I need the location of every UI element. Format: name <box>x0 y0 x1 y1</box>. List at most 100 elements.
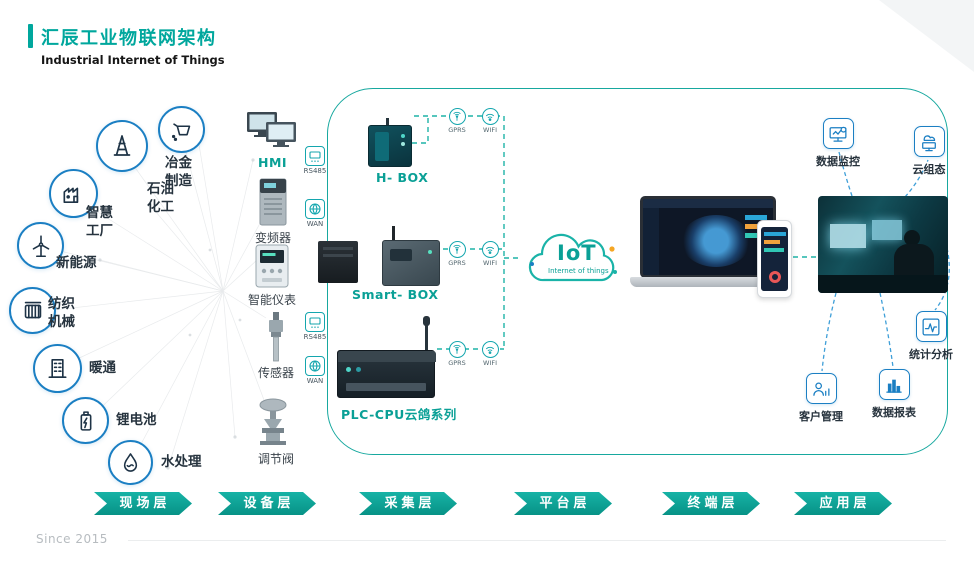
cloud-scada-icon <box>913 126 945 157</box>
app-label: 云组态 <box>912 163 946 176</box>
wifi-icon <box>481 241 499 258</box>
industry-label-textile: 纺织机械 <box>48 296 75 330</box>
plc-antenna <box>425 324 428 356</box>
industry-label-new-energy: 新能源 <box>56 255 97 271</box>
port-label: WAN <box>306 377 324 385</box>
plc-antenna-tip <box>423 316 430 326</box>
industry-label-lithium-battery: 锂电池 <box>116 412 157 428</box>
control-room-photo <box>818 196 948 293</box>
oil-derrick-icon <box>96 120 148 172</box>
badge-pair-1: GPRS WIFI <box>445 108 502 134</box>
wifi-badge: WIFI <box>478 241 502 267</box>
gprs-icon <box>448 241 466 258</box>
control-valve-icon <box>256 398 290 452</box>
device-label-hmi: HMI <box>258 155 288 170</box>
wan-icon <box>305 356 325 376</box>
badge-label: GPRS <box>448 126 466 134</box>
port-rs485-1: RS485 <box>302 146 328 175</box>
gprs-badge: GPRS <box>445 108 469 134</box>
badge-label: GPRS <box>448 259 466 267</box>
port-wan-2: WAN <box>302 356 328 385</box>
port-label: RS485 <box>303 333 327 341</box>
page-subtitle: Industrial Internet of Things <box>41 53 225 67</box>
port-label: WAN <box>306 220 324 228</box>
layer-ribbon-application: 应用层 <box>794 492 892 515</box>
plc-device <box>337 350 436 398</box>
rs485-icon <box>305 146 325 166</box>
page-title: 汇辰工业物联网架构 <box>41 28 217 49</box>
badge-label: WIFI <box>483 359 497 367</box>
device-label-meter: 智能仪表 <box>247 293 296 307</box>
device-label-vfd: 变频器 <box>254 231 291 245</box>
gateway-label-plc: PLC-CPU云鸽系列 <box>341 407 457 422</box>
header: 汇辰工业物联网架构 Industrial Internet of Things <box>28 24 225 67</box>
gprs-badge: GPRS <box>445 241 469 267</box>
port-wan-1: WAN <box>302 199 328 228</box>
app-statistics: 统计分析 <box>899 311 963 362</box>
app-customer-management: 客户管理 <box>789 373 853 424</box>
wifi-badge: WIFI <box>478 341 502 367</box>
wifi-icon <box>481 108 499 125</box>
layer-ribbon-collection: 采集层 <box>359 492 457 515</box>
app-cloud-scada: 云组态 <box>897 126 961 177</box>
data-monitoring-icon <box>822 118 854 149</box>
cloud-title: IoT <box>557 241 597 265</box>
badge-label: WIFI <box>483 259 497 267</box>
since-label: Since 2015 <box>36 532 108 546</box>
industry-label-petrochemical: 石油化工 <box>147 181 174 215</box>
port-rs485-2: RS485 <box>302 312 328 341</box>
industry-label-hvac: 暖通 <box>89 360 116 376</box>
gprs-icon <box>448 341 466 358</box>
smartbox-module-left <box>318 241 358 283</box>
app-data-reports: 数据报表 <box>862 369 926 420</box>
layer-ribbon-platform: 平台层 <box>514 492 612 515</box>
vfd-device-icon <box>256 178 290 230</box>
hbox-device <box>368 118 412 168</box>
gateway-label-smartbox: Smart- BOX <box>352 287 439 302</box>
smart-factory-icon <box>49 169 98 218</box>
gateway-label-hbox: H- BOX <box>376 170 429 185</box>
badge-label: WIFI <box>483 126 497 134</box>
wind-turbine-icon <box>17 222 64 269</box>
app-label: 客户管理 <box>799 410 843 423</box>
industry-label-metallurgy: 冶金制造 <box>165 155 192 189</box>
data-reports-icon <box>878 369 910 400</box>
rs485-icon <box>305 312 325 332</box>
cloud-subtitle: Internet of things <box>548 267 609 275</box>
app-label: 统计分析 <box>909 348 953 361</box>
battery-icon <box>62 397 109 444</box>
gprs-icon <box>448 108 466 125</box>
customer-management-icon <box>805 373 837 404</box>
laptop-base <box>630 277 786 287</box>
badge-pair-3: GPRS WIFI <box>445 341 502 367</box>
laptop-screen <box>640 196 776 278</box>
smart-meter-icon <box>254 243 290 293</box>
cloud-icon <box>528 233 617 282</box>
iot-cloud: IoT Internet of things <box>516 222 630 298</box>
building-hvac-icon <box>33 344 82 393</box>
layer-ribbon-field: 现场层 <box>94 492 192 515</box>
phone <box>757 220 792 298</box>
device-label-valve: 调节阀 <box>257 452 294 466</box>
badge-pair-2: GPRS WIFI <box>445 241 502 267</box>
smartbox-device <box>382 226 442 286</box>
app-label: 数据监控 <box>816 155 860 168</box>
corner-decoration <box>879 0 974 72</box>
gprs-badge: GPRS <box>445 341 469 367</box>
layer-ribbon-device: 设备层 <box>218 492 316 515</box>
wan-icon <box>305 199 325 219</box>
wifi-icon <box>481 341 499 358</box>
app-label: 数据报表 <box>872 406 916 419</box>
device-label-sensor: 传感器 <box>257 366 294 380</box>
footer-divider <box>128 540 946 541</box>
hmi-device-icon <box>246 110 298 156</box>
industry-label-smart-factory: 智慧工厂 <box>86 205 113 239</box>
app-data-monitoring: 数据监控 <box>806 118 870 169</box>
title-accent-bar <box>28 24 33 48</box>
sensor-device-icon <box>262 312 290 366</box>
water-treatment-icon <box>108 440 153 485</box>
industry-label-water-treatment: 水处理 <box>161 454 202 470</box>
textile-machine-icon <box>9 287 56 334</box>
port-label: RS485 <box>303 167 327 175</box>
